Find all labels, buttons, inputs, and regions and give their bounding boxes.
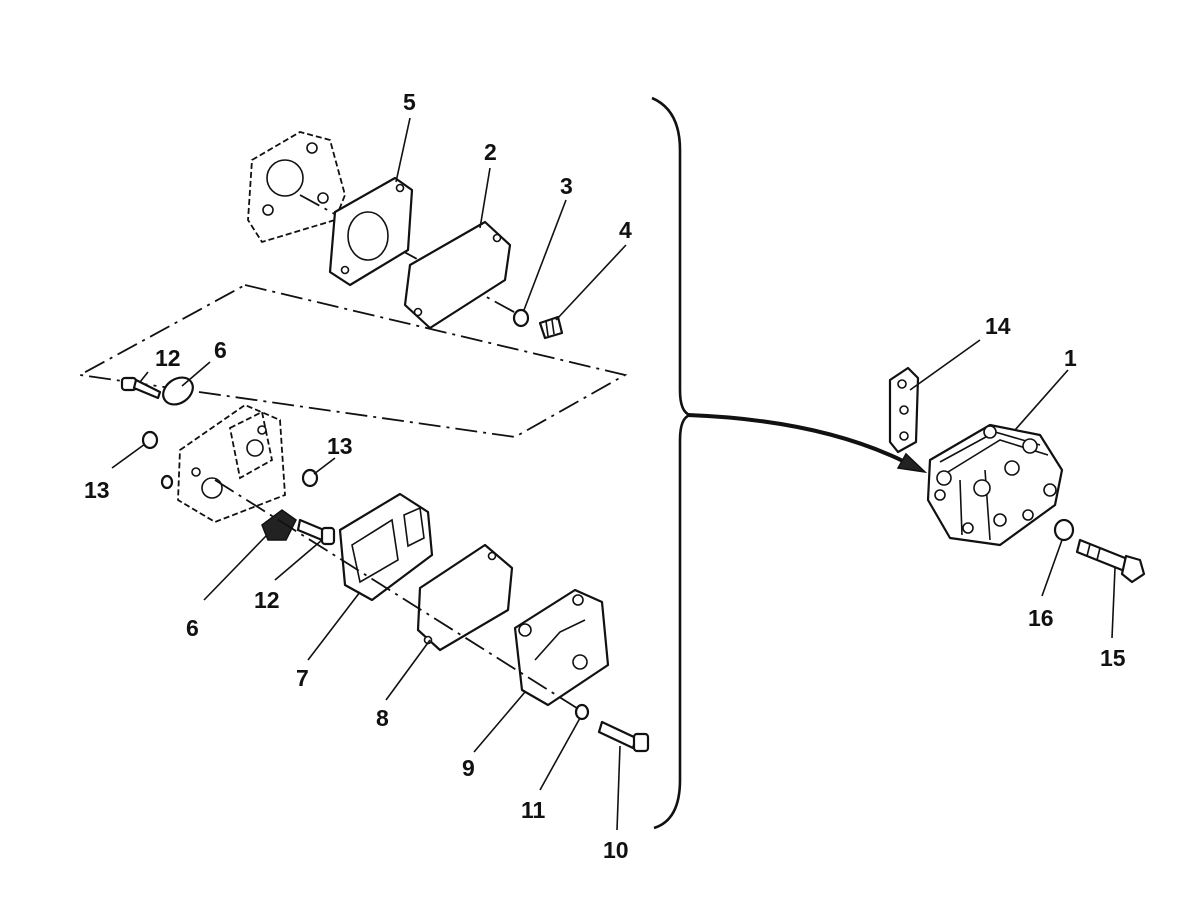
part-13-nut-left	[141, 430, 159, 450]
part-12-screw-bottom	[296, 518, 336, 546]
callout-14: 14	[985, 313, 1011, 339]
part-5-gasket	[328, 176, 414, 287]
part-13-nut-right	[301, 468, 319, 488]
part-1-fuel-pump-assembly	[926, 423, 1064, 547]
callout-10: 10	[603, 837, 629, 863]
part-7-gasket	[338, 492, 434, 602]
part-11-washer	[574, 703, 590, 721]
callout-5: 5	[403, 89, 416, 115]
callout-9: 9	[462, 755, 475, 781]
callout-6-top: 6	[214, 337, 227, 363]
callout-8: 8	[376, 705, 389, 731]
callout-12-top: 12	[155, 345, 181, 371]
part-4-screw	[538, 315, 564, 340]
part-10-screw	[597, 720, 650, 753]
part-15-bolt	[1075, 538, 1146, 584]
part-16-washer	[1053, 518, 1075, 542]
part-6-check-valve-top	[162, 376, 194, 406]
callout-12-bottom: 12	[254, 587, 280, 613]
part-2-diaphragm	[403, 220, 512, 330]
callout-7: 7	[296, 665, 309, 691]
callout-16: 16	[1028, 605, 1054, 631]
callout-1: 1	[1064, 345, 1077, 371]
grouping-bracket	[651, 96, 695, 830]
part-3-washer	[512, 308, 530, 328]
callout-3: 3	[560, 173, 573, 199]
callout-13-right: 13	[327, 433, 353, 459]
callout-4: 4	[619, 217, 632, 243]
pump-body-dashed	[177, 403, 286, 523]
part-6-check-valve-bottom	[261, 509, 297, 541]
part-12-screw-top	[120, 376, 162, 400]
callout-11: 11	[521, 797, 546, 823]
callout-6-bottom: 6	[186, 615, 199, 641]
centerline-bottom	[214, 479, 581, 711]
alignment-centerline-frame	[77, 284, 628, 438]
callout-15: 15	[1100, 645, 1126, 671]
part-8-diaphragm	[416, 543, 514, 652]
assembly-arrow	[687, 413, 928, 474]
part-14-mounting-gasket	[888, 366, 920, 454]
callout-13-left: 13	[84, 477, 110, 503]
part-9-pump-cover	[513, 588, 610, 707]
leader-lines	[111, 117, 1116, 831]
callout-2: 2	[484, 139, 497, 165]
body-stud	[160, 474, 174, 490]
dashed-reference-cover	[247, 131, 346, 244]
